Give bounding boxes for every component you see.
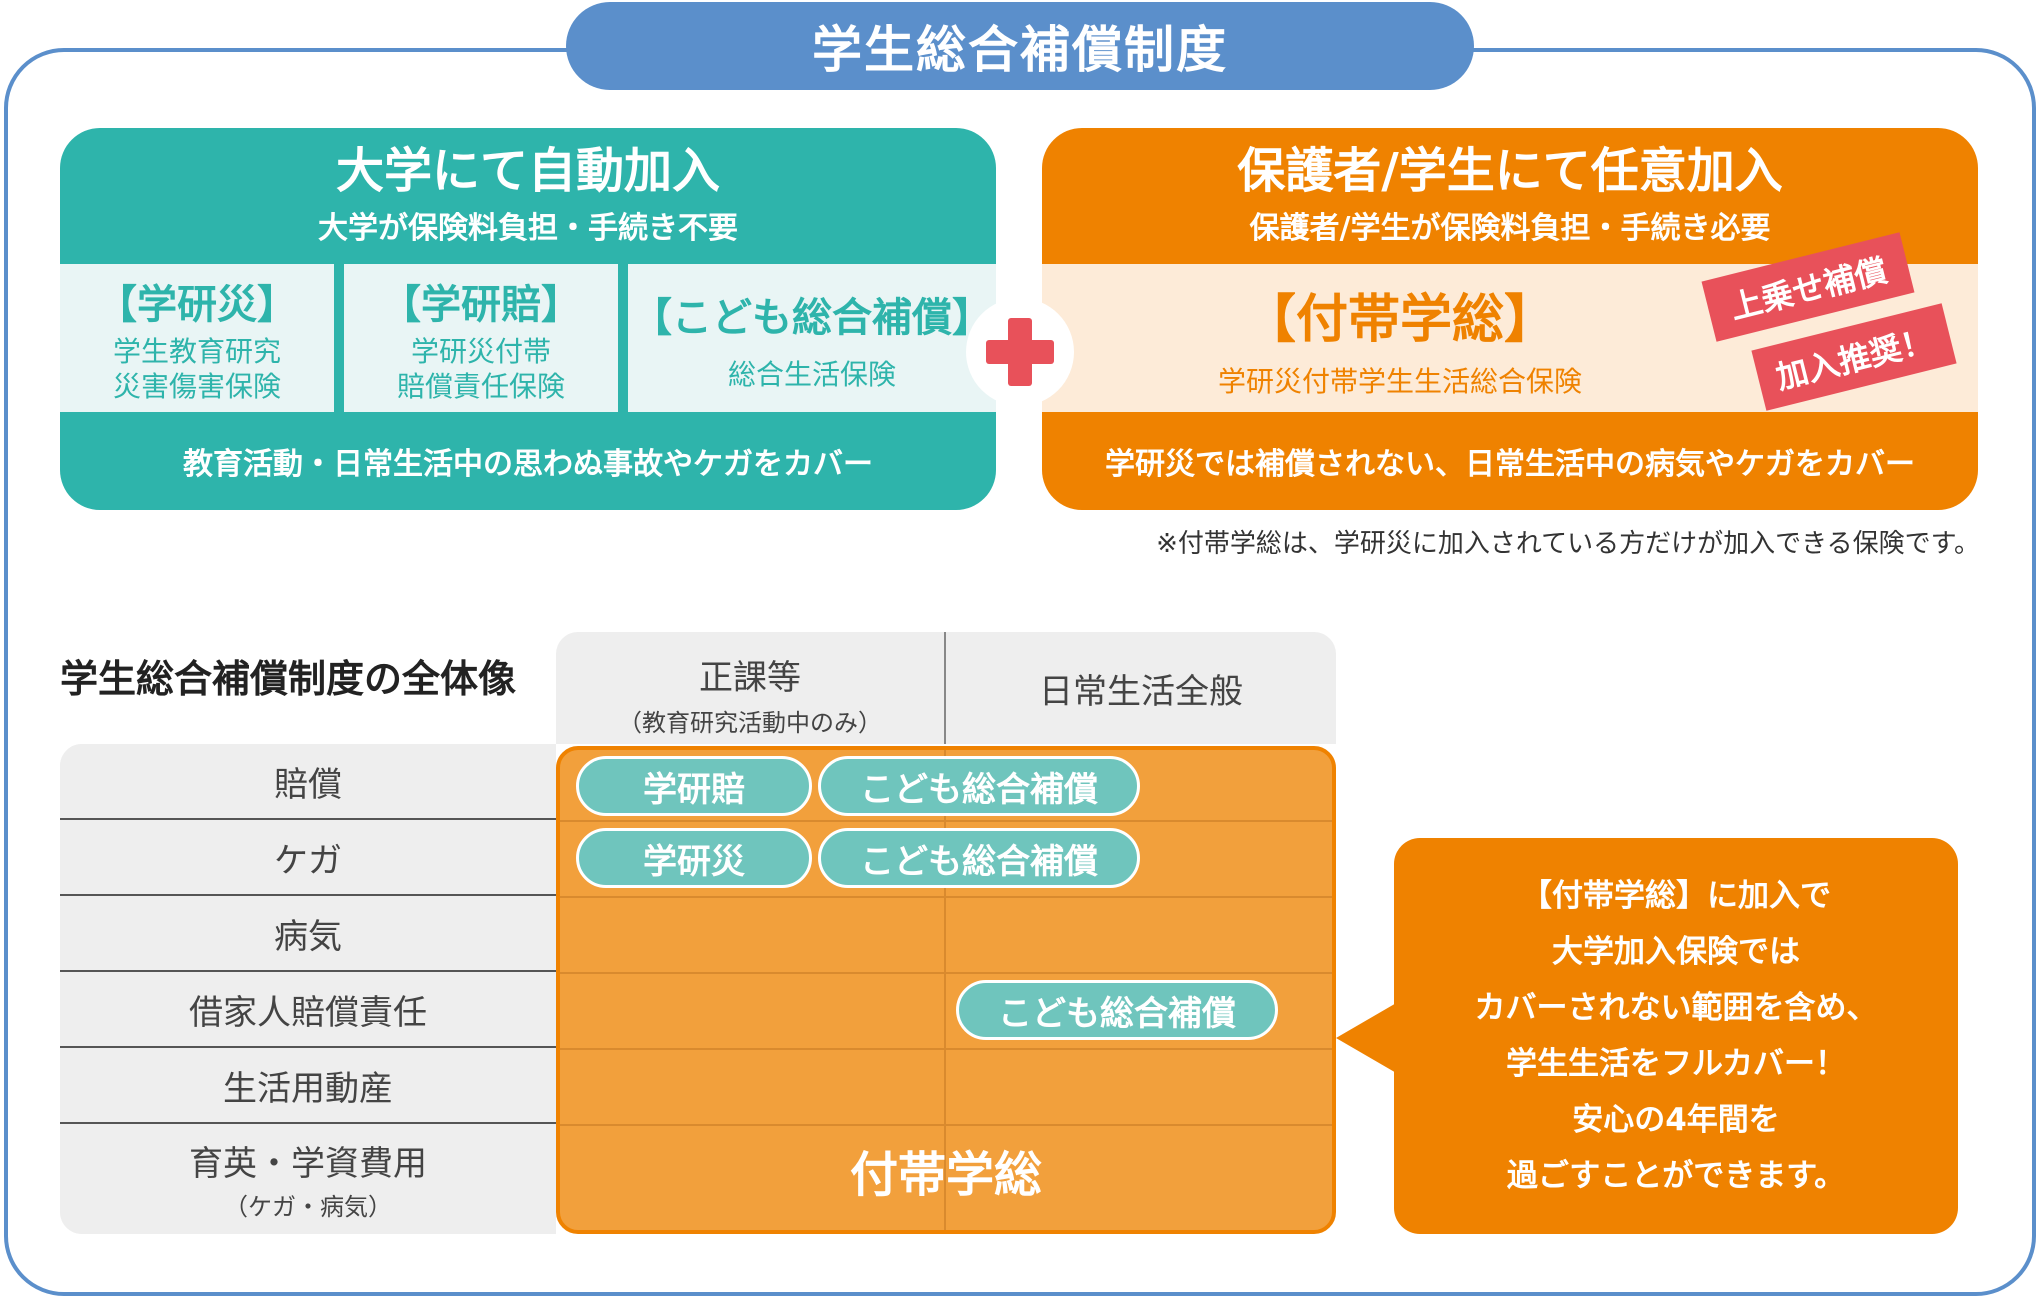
pill-gakkensai: 学研災 (576, 828, 812, 888)
gakkensai-desc-2: 災害傷害保険 (112, 370, 281, 403)
grid-column-divider (944, 750, 946, 1230)
column-header-curriculum: 正課等 （教育研究活動中のみ） (556, 646, 944, 742)
futai-gakuso-name: 【付帯学総】 (1243, 289, 1556, 350)
bubble-line-3: カバーされない範囲を含め、 (1474, 990, 1878, 1026)
row-label-tuition-sub: （ケガ・病気） (224, 1193, 392, 1221)
footnote: ※付帯学総は、学研災に加入されている方だけが加入できる保険です。 (1156, 529, 1980, 559)
bubble-pointer (1336, 1002, 1398, 1074)
row-label-liability: 賠償 (274, 764, 342, 805)
optional-enroll-footer: 学研災では補償されない、日常生活中の病気やケガをカバー (1105, 447, 1915, 482)
auto-enroll-footer: 教育活動・日常生活中の思わぬ事故やケガをカバー (183, 447, 873, 482)
row-header-liability: 賠償 (60, 744, 556, 820)
gakkenbai-desc-1: 学研災付帯 (410, 335, 551, 368)
grid-line (560, 896, 1332, 898)
pill-kodomo-liability: こども総合補償 (818, 756, 1140, 816)
overview-title: 学生総合補償制度の全体像 (60, 657, 517, 701)
futai-gakuso-block: 【付帯学総】 学研災付帯学生生活総合保険 (1042, 277, 1978, 400)
row-label-illness: 病気 (274, 916, 342, 957)
optional-enroll-subtitle: 保護者/学生が保険料負担・手続き必要 (1249, 211, 1771, 247)
kodomo-panel: 【こども総合補償】 総合生活保険 (628, 264, 996, 412)
kodomo-desc: 総合生活保険 (727, 357, 896, 391)
futai-gakuso-desc: 学研災付帯学生生活総合保険 (1217, 364, 1582, 398)
callout-bubble: 【付帯学総】に加入で 大学加入保険では カバーされない範囲を含め、 学生生活をフ… (1394, 838, 1958, 1234)
gakkenbai-desc-2: 賠償責任保険 (396, 370, 565, 403)
gakkenbai-name: 【学研賠】 (381, 282, 581, 328)
row-header-illness: 病気 (60, 896, 556, 972)
optional-enroll-title: 保護者/学生にて任意加入 (1237, 142, 1783, 199)
auto-enroll-header: 大学にて自動加入 大学が保険料負担・手続き不要 (60, 128, 996, 264)
row-header-tenant-liability: 借家人賠償責任 (60, 972, 556, 1048)
row-header-tuition: 育英・学資費用 （ケガ・病気） (60, 1124, 556, 1234)
row-header-movables: 生活用動産 (60, 1048, 556, 1124)
grid-line (560, 972, 1332, 974)
plus-icon-vertical (1008, 318, 1032, 386)
gakkensai-desc-1: 学生教育研究 (112, 335, 281, 368)
column-header-divider (944, 632, 946, 744)
bubble-line-1: 【付帯学総】に加入で (1521, 878, 1831, 914)
gakkenbai-panel: 【学研賠】 学研災付帯 賠償責任保険 (344, 264, 618, 412)
optional-enroll-header: 保護者/学生にて任意加入 保護者/学生が保険料負担・手続き必要 (1042, 128, 1978, 264)
column-header-curriculum-sub: （教育研究活動中のみ） (618, 709, 882, 737)
auto-enroll-subtitle: 大学が保険料負担・手続き不要 (318, 211, 738, 247)
kodomo-name: 【こども総合補償】 (632, 294, 992, 341)
column-header-curriculum-label: 正課等 (699, 658, 801, 698)
bubble-line-4: 学生生活をフルカバー！ (1505, 1046, 1847, 1082)
row-label-injury: ケガ (274, 840, 342, 881)
main-title: 学生総合補償制度 (566, 2, 1474, 90)
grid-line (560, 1048, 1332, 1050)
bubble-line-6: 過ごすことができます。 (1506, 1158, 1846, 1194)
optional-enroll-card: 保護者/学生にて任意加入 保護者/学生が保険料負担・手続き必要 【付帯学総】 学… (1042, 128, 1978, 510)
column-header-bar (556, 632, 1336, 744)
bubble-line-5: 安心の4年間を (1572, 1102, 1780, 1138)
pill-gakkenbai: 学研賠 (576, 756, 812, 816)
gakkensai-panel: 【学研災】 学生教育研究 災害傷害保険 (60, 264, 334, 412)
column-header-daily: 日常生活全般 (946, 632, 1336, 744)
grid-line (560, 820, 1332, 822)
pill-kodomo-tenant: こども総合補償 (956, 980, 1278, 1040)
row-label-movables: 生活用動産 (223, 1068, 393, 1109)
futai-gakuso-label: 付帯学総 (849, 1147, 1042, 1203)
gakkensai-name: 【学研災】 (97, 282, 297, 328)
column-header-daily-label: 日常生活全般 (1039, 671, 1243, 712)
auto-enroll-title: 大学にて自動加入 (335, 142, 720, 199)
bubble-line-2: 大学加入保険では (1552, 934, 1800, 970)
grid-line (560, 1124, 1332, 1126)
row-label-tenant-liability: 借家人賠償責任 (189, 992, 427, 1033)
auto-enroll-card: 大学にて自動加入 大学が保険料負担・手続き不要 【学研災】 学生教育研究 災害傷… (60, 128, 996, 510)
row-header-injury: ケガ (60, 820, 556, 896)
pill-kodomo-injury: こども総合補償 (818, 828, 1140, 888)
row-label-tuition: 育英・学資費用 (189, 1144, 427, 1184)
